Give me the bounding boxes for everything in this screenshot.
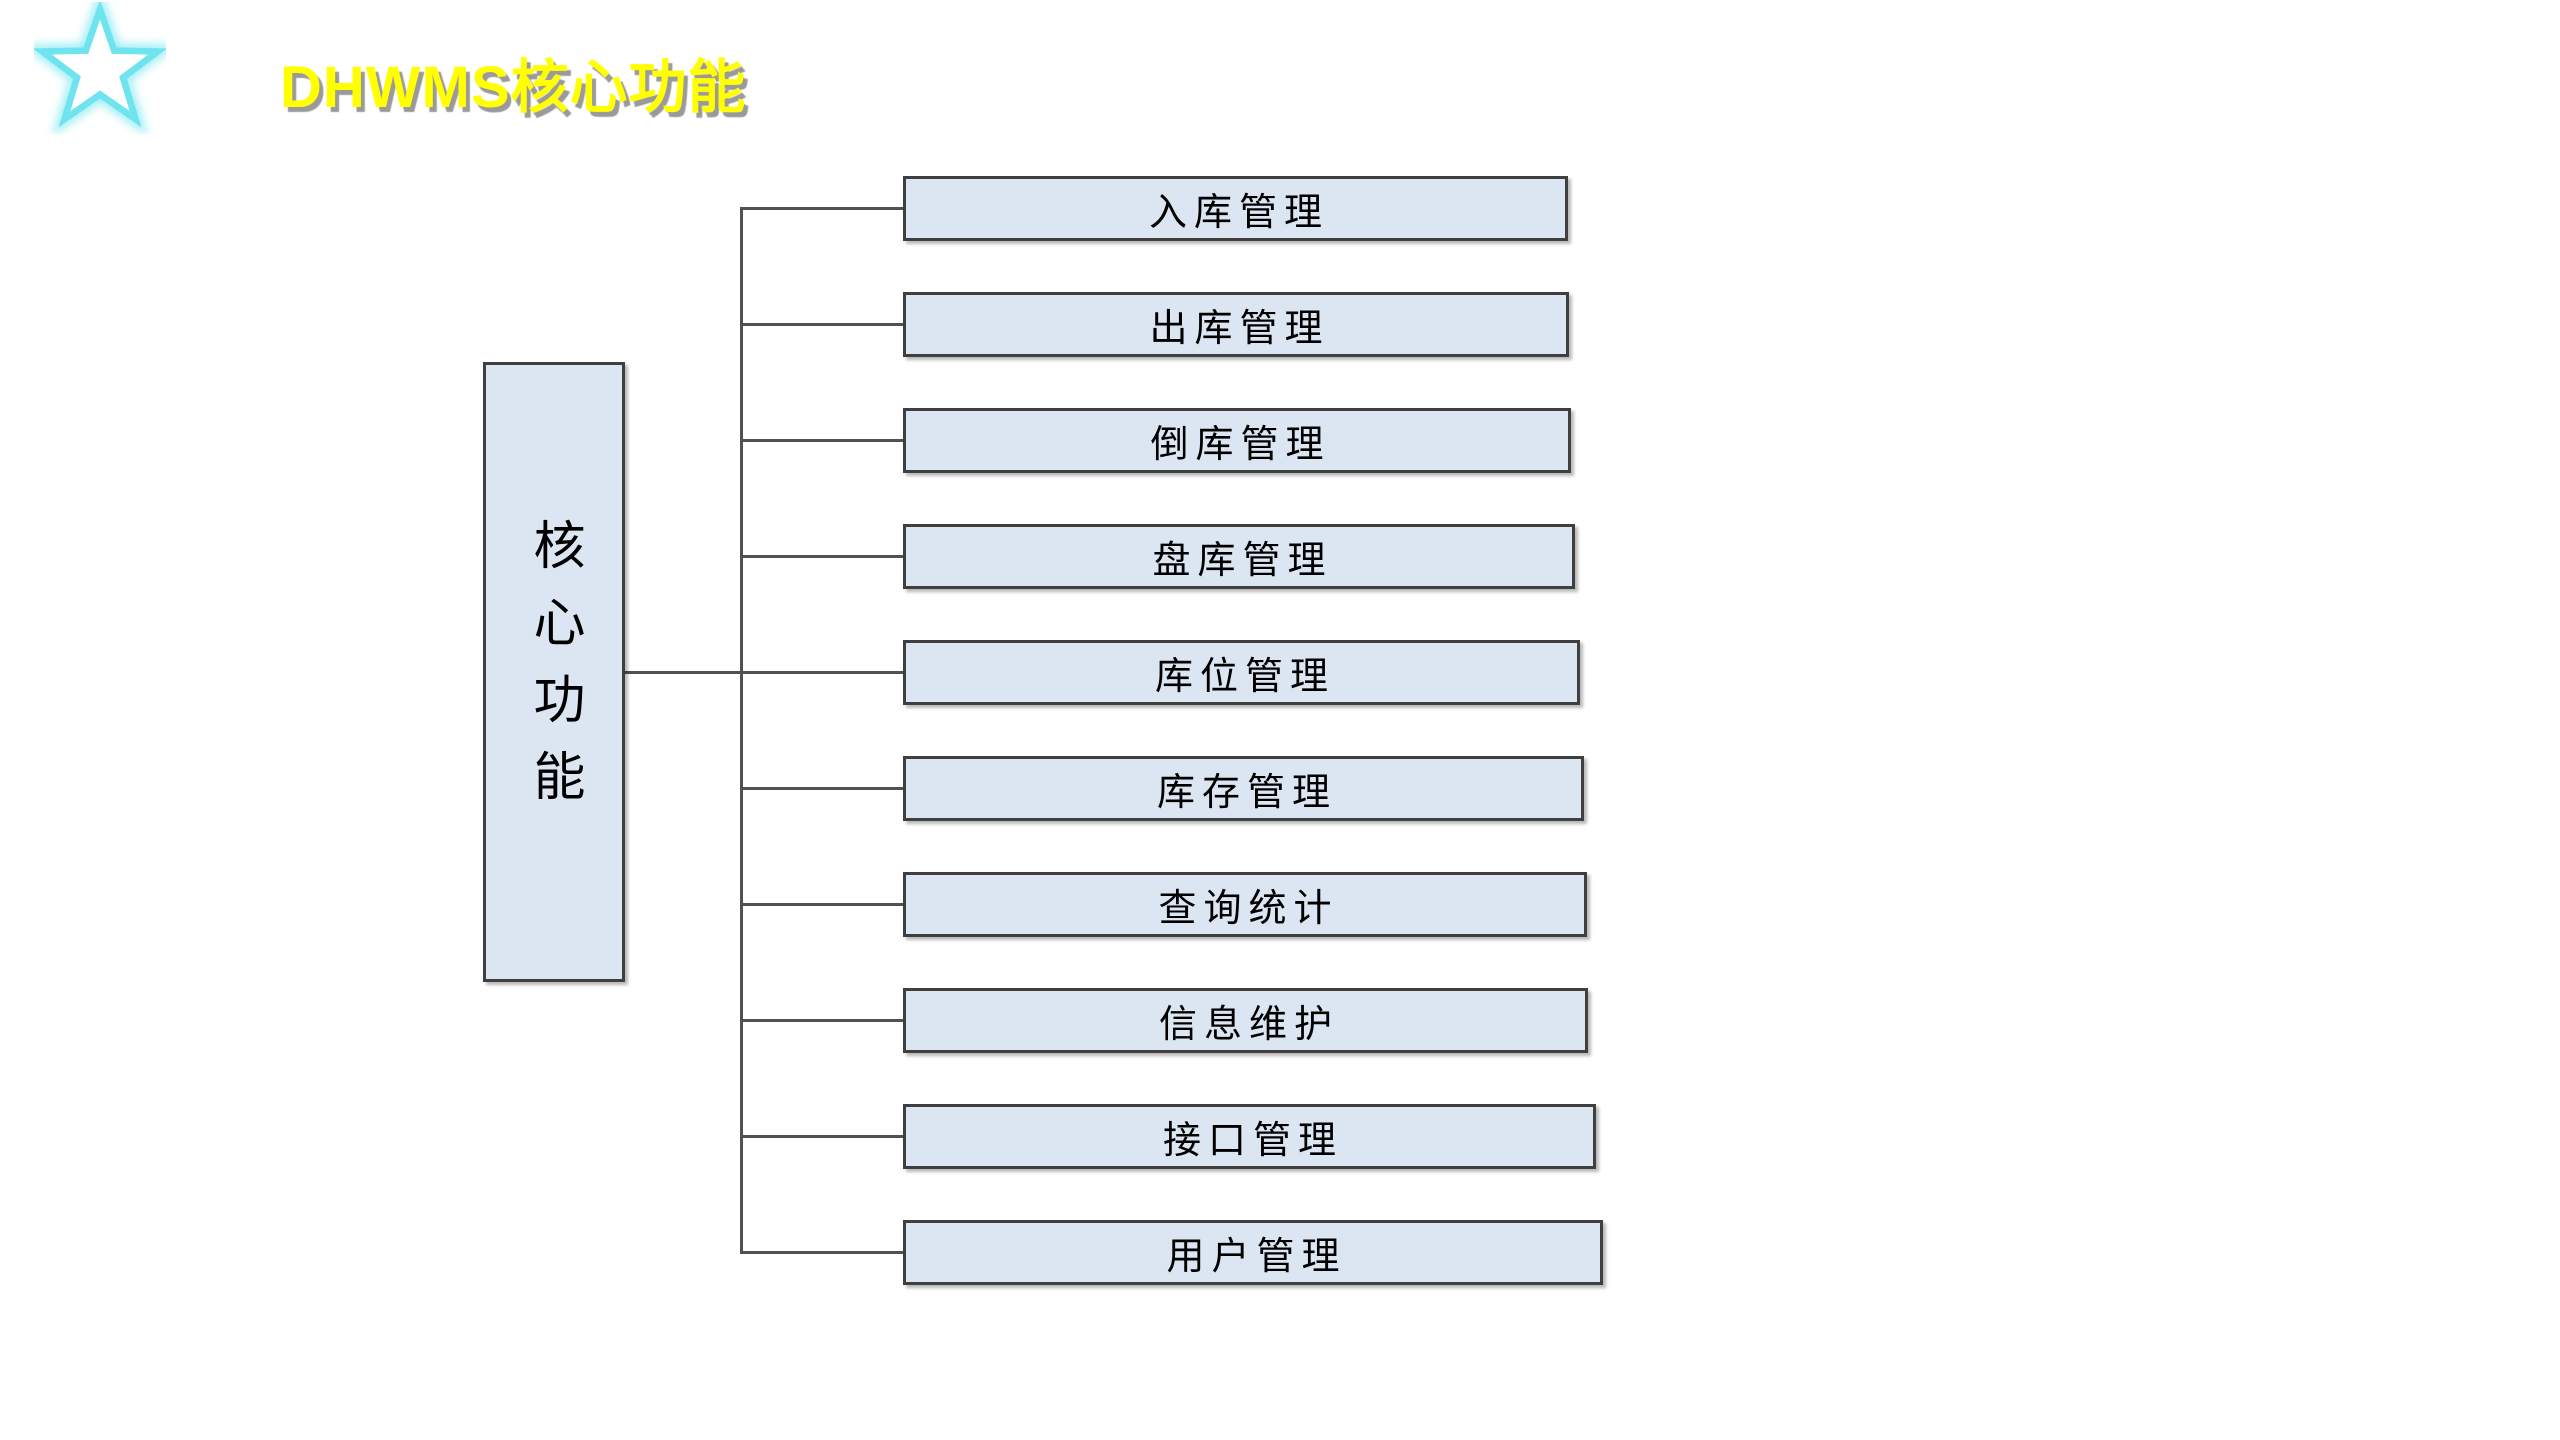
node-stocktake-management: 盘库管理 — [903, 524, 1575, 589]
root-node-core-functions: 核心功能 — [483, 362, 625, 982]
node-outbound-management: 出库管理 — [903, 292, 1569, 357]
node-query-statistics: 查询统计 — [903, 872, 1587, 937]
connector-branch-line — [741, 1135, 903, 1138]
connector-branch-line — [741, 787, 903, 790]
connector-branch-line — [741, 555, 903, 558]
connector-trunk-line — [740, 207, 743, 1254]
connector-branch-line — [741, 323, 903, 326]
connector-root-line — [625, 671, 743, 674]
node-user-management: 用户管理 — [903, 1220, 1603, 1285]
connector-branch-line — [741, 1251, 903, 1254]
node-info-maintenance: 信息维护 — [903, 988, 1588, 1053]
connector-branch-line — [741, 671, 903, 674]
node-interface-management: 接口管理 — [903, 1104, 1596, 1169]
connector-branch-line — [741, 439, 903, 442]
connector-branch-line — [741, 207, 903, 210]
connector-branch-line — [741, 903, 903, 906]
node-inventory-management: 库存管理 — [903, 756, 1584, 821]
star-icon — [34, 2, 166, 134]
node-location-management: 库位管理 — [903, 640, 1580, 705]
root-node-label: 核心功能 — [524, 518, 584, 826]
slide-title: DHWMS核心功能 — [280, 55, 747, 120]
connector-branch-line — [741, 1019, 903, 1022]
node-inbound-management: 入库管理 — [903, 176, 1568, 241]
node-transfer-management: 倒库管理 — [903, 408, 1571, 473]
